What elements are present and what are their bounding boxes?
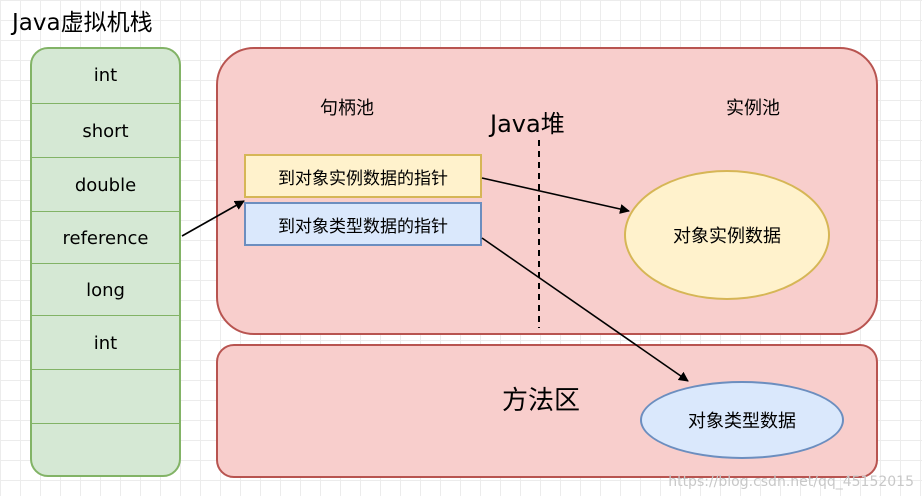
vm-stack: int short double reference long int (30, 47, 181, 477)
watermark: https://blog.csdn.net/qq_45152015 (668, 474, 914, 490)
stack-title: Java虚拟机栈 (12, 10, 153, 36)
stack-slot: int (93, 65, 118, 86)
stack-slot: int (32, 315, 179, 370)
method-area-title: 方法区 (502, 386, 581, 416)
stack-slot: double (32, 157, 179, 212)
stack-slot: short (32, 103, 179, 158)
stack-slot-reference: reference (32, 211, 179, 264)
stack-slot (32, 369, 179, 424)
heap-title: Java堆 (490, 110, 565, 138)
instance-pool-label: 实例池 (726, 98, 780, 119)
pointer-to-type-data: 到对象类型数据的指针 (244, 202, 482, 246)
stack-slot: long (32, 263, 179, 316)
pointer-to-instance-data: 到对象实例数据的指针 (244, 154, 482, 198)
instance-data-ellipse: 对象实例数据 (624, 170, 830, 300)
stack-slot (32, 423, 179, 475)
type-data-ellipse: 对象类型数据 (640, 381, 844, 459)
handle-pool-label: 句柄池 (320, 98, 374, 119)
